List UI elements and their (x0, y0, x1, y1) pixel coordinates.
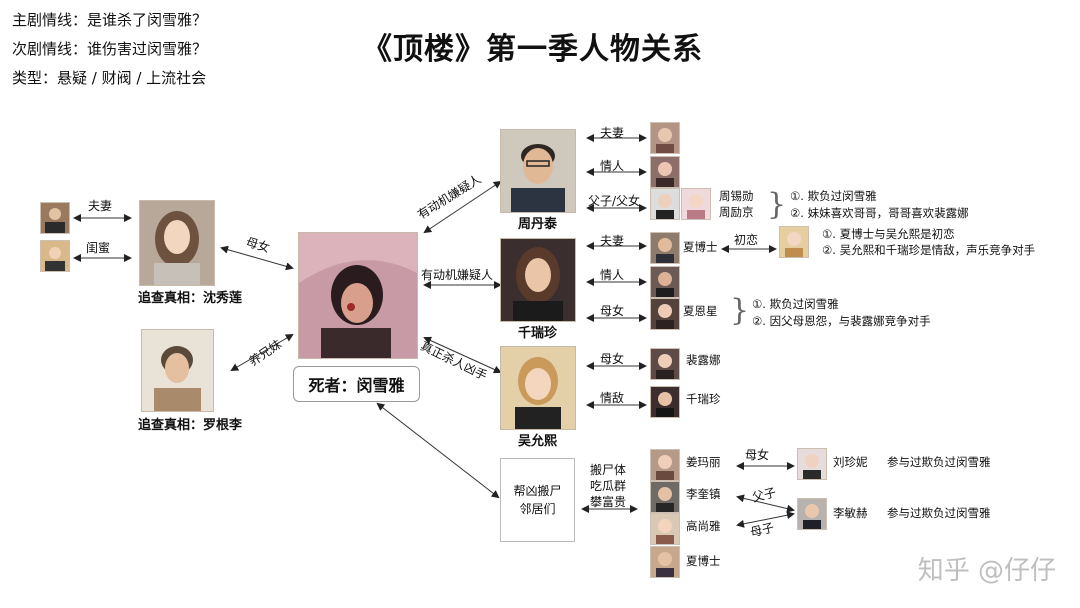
eun-byeol-note-1: ①. 欺负过闵雪雅 (752, 297, 839, 311)
accomplices-box: 帮凶搬尸 邻居们 (500, 458, 575, 542)
sang-ah-thumbnail (650, 513, 680, 545)
kyu-jin-name: 李奎镇 (686, 487, 721, 501)
zhou-rel-wife: 夫妻 (600, 126, 625, 140)
eun-byeol-name: 夏恩星 (683, 304, 718, 318)
wu-label: 吴允熙 (518, 434, 558, 449)
accomplices-line-2: 邻居们 (519, 502, 556, 516)
victim-label-box: 死者：闵雪雅 (293, 366, 420, 402)
qian-rel-husband: 夫妻 (600, 234, 625, 248)
victim-label: 死者：闵雪雅 (308, 376, 405, 395)
qian-rel-lover: 情人 (600, 268, 625, 282)
genre-line: 类型：悬疑 / 财阀 / 上流社会 (12, 69, 207, 87)
rel-couple-label: 夫妻 (88, 199, 113, 213)
zhou-son-thumbnail (650, 188, 680, 220)
first-love-label: 初恋 (734, 233, 759, 247)
zhou-rel-kids: 父子/父女 (588, 194, 641, 208)
dr-ha-note-1: ①. 夏博士与吴允熙是初恋 (822, 227, 955, 241)
qian-label: 千瑞珍 (518, 326, 558, 341)
deed-1: 搬尸体 (590, 463, 627, 477)
sang-ah-name: 高尚雅 (686, 519, 721, 533)
zhou-rel-lover: 情人 (600, 159, 625, 173)
min-hyuk-name: 李敏赫 (833, 506, 868, 520)
mari-thumbnail (650, 449, 680, 481)
wu-photo (500, 346, 576, 430)
watermark: 知乎 @仔仔 (917, 556, 1056, 586)
zhou-daughter-thumbnail (681, 188, 711, 220)
logan-label: 追查真相：罗根李 (138, 418, 243, 433)
su-ryeon-label: 追查真相：沈秀莲 (138, 291, 243, 306)
dr-ha-note-2: ②. 吴允熙和千瑞珍是情敌，声乐竞争对手 (822, 243, 1036, 257)
mari-name: 姜玛丽 (686, 455, 721, 469)
rona-name: 裴露娜 (686, 353, 721, 367)
zhou-lover-thumbnail (650, 156, 680, 188)
su-ryeon-photo (139, 200, 215, 286)
eun-byeol-notes-brace: } (730, 293, 750, 328)
dr-ha-name: 夏博士 (683, 240, 718, 254)
kyu-jin-thumbnail (650, 481, 680, 513)
zhou-photo (500, 129, 576, 213)
zhou-note-1: ①. 欺负过闵雪雅 (790, 189, 877, 203)
qian-small-name: 千瑞珍 (686, 392, 721, 406)
dr-ha-neighbor-thumbnail (650, 546, 680, 578)
deed-2: 吃瓜群 (590, 479, 627, 493)
wu-small-thumbnail (779, 226, 809, 258)
logan-photo (141, 329, 214, 412)
victim-photo (298, 232, 418, 359)
wu-rel-daughter: 母女 (600, 352, 625, 366)
dr-ha-thumbnail (650, 232, 680, 264)
jenny-note: 参与过欺负过闵雪雅 (887, 455, 991, 469)
min-hyuk-thumbnail (797, 498, 827, 530)
zhou-wife-thumbnail (650, 122, 680, 154)
bestie-thumbnail (40, 240, 70, 272)
jenny-thumbnail (797, 448, 827, 480)
zhou-note-2: ②. 妹妹喜欢哥哥，哥哥喜欢裴露娜 (790, 206, 969, 220)
zhou-notes-brace: } (767, 187, 787, 222)
accomplices-line-1: 帮凶搬尸 (513, 484, 562, 498)
qian-lover-thumbnail (650, 266, 680, 298)
qian-small-thumbnail (650, 386, 680, 418)
jenny-name: 刘珍妮 (833, 455, 868, 469)
rel-qian-label: 有动机嫌疑人 (421, 268, 494, 282)
page-title: 《顶楼》第一季人物关系 (362, 32, 703, 67)
eun-byeol-note-2: ②. 因父母恩怨，与裴露娜竞争对手 (752, 314, 931, 328)
zhou-son-name: 周锡勋 (719, 189, 754, 203)
rel-bestie-label: 闺蜜 (86, 241, 111, 255)
sub-plot-line: 次剧情线：谁伤害过闵雪雅？ (12, 40, 208, 58)
wu-rel-rival: 情敌 (600, 391, 625, 405)
eun-byeol-thumbnail (650, 298, 680, 330)
main-plot-line: 主剧情线：是谁杀了闵雪雅？ (12, 11, 208, 29)
qian-rel-daughter: 母女 (600, 304, 625, 318)
zhou-daughter-name: 周励京 (719, 205, 754, 219)
dr-ha-neighbor-name: 夏博士 (686, 554, 721, 568)
zhou-label: 周丹泰 (518, 217, 558, 232)
husband-thumbnail (40, 202, 70, 234)
min-hyuk-note: 参与过欺负过闵雪雅 (887, 506, 991, 520)
rona-thumbnail (650, 348, 680, 380)
rel-neighbor-mother-daughter: 母女 (745, 448, 770, 462)
deed-3: 攀富贵 (590, 495, 627, 509)
qian-photo (500, 238, 576, 322)
